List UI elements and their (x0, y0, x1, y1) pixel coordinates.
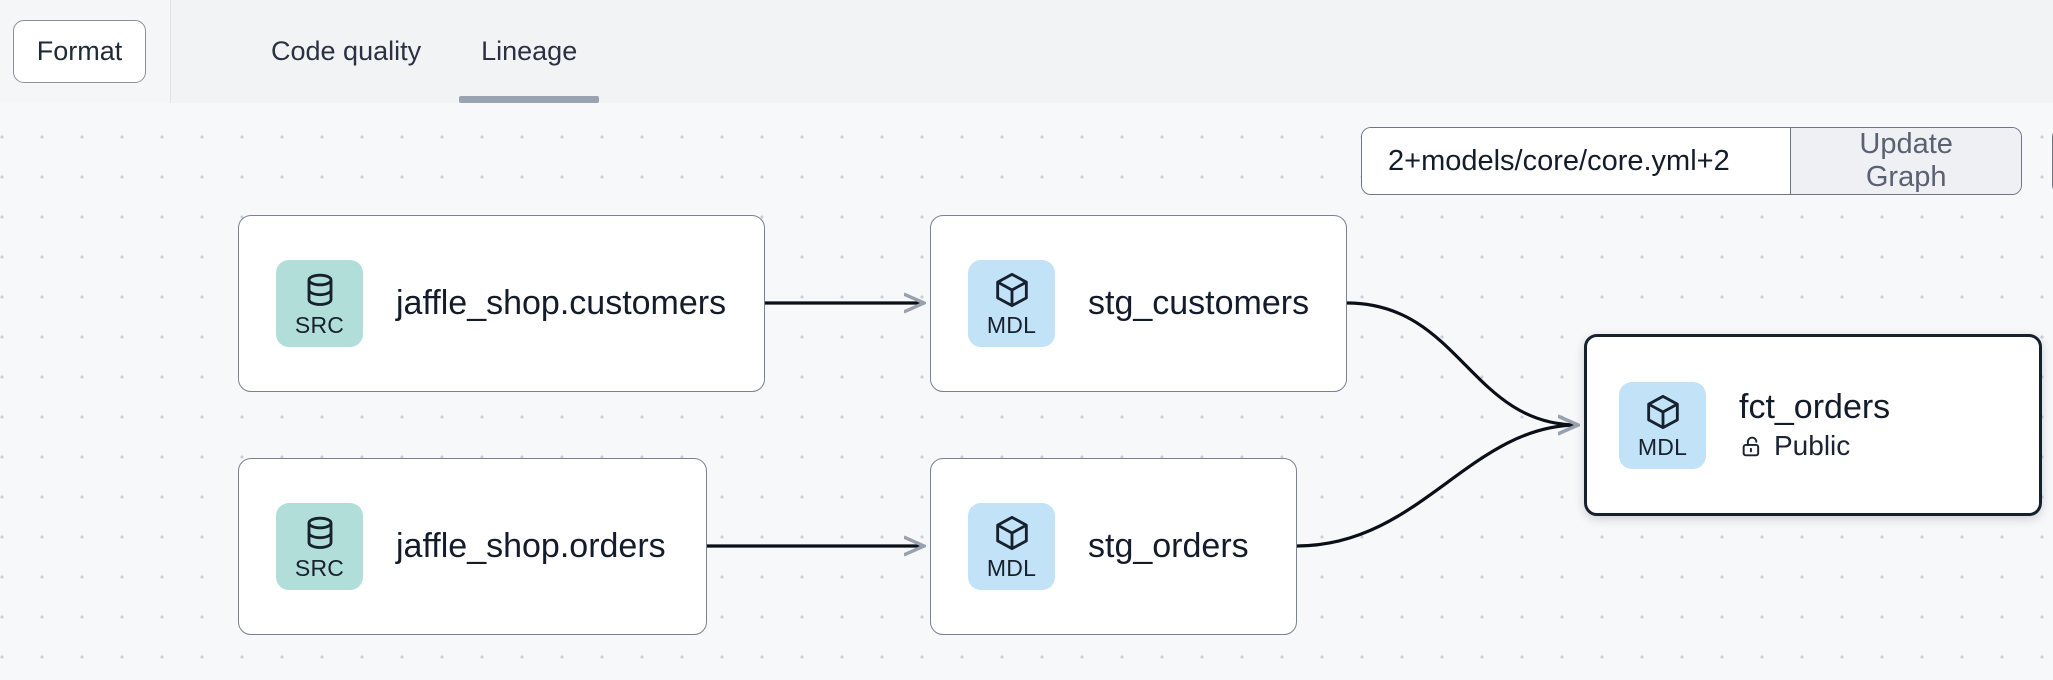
database-icon (307, 273, 332, 306)
selector-group: Update Graph (1361, 127, 2023, 195)
node-badge-src: SRC (276, 503, 363, 590)
tab-code-quality[interactable]: Code quality (241, 0, 451, 103)
tab-code-quality-underline (249, 96, 443, 103)
cube-icon (1646, 394, 1679, 429)
lineage-canvas[interactable]: SRC jaffle_shop.customers MDL stg_custom… (0, 103, 2053, 680)
lineage-node-jaffle-shop-orders[interactable]: SRC jaffle_shop.orders (238, 458, 707, 635)
tab-code-quality-label: Code quality (271, 36, 422, 66)
top-toolbar: Format Code quality Lineage (0, 0, 2053, 103)
node-body: jaffle_shop.orders (396, 527, 666, 566)
lineage-node-stg-orders[interactable]: MDL stg_orders (930, 458, 1297, 635)
cube-icon (995, 515, 1028, 551)
edge-stg-customers-to-fct-orders (1346, 301, 1578, 425)
node-badge-label: MDL (1637, 433, 1688, 460)
tab-lineage-label: Lineage (481, 36, 578, 66)
toolbar-left-section: Format (0, 0, 171, 103)
format-button[interactable]: Format (13, 20, 146, 83)
node-title: fct_orders (1739, 388, 1891, 427)
tab-bar: Code quality Lineage (171, 0, 607, 103)
node-title: stg_orders (1088, 526, 1249, 565)
node-badge-mdl: MDL (968, 503, 1055, 590)
tab-lineage[interactable]: Lineage (451, 0, 607, 103)
node-body: stg_orders (1088, 527, 1249, 566)
node-badge-src: SRC (276, 260, 363, 347)
graph-selector-input[interactable] (1362, 128, 1791, 194)
database-icon (307, 516, 332, 549)
node-body: stg_customers (1088, 284, 1309, 323)
update-graph-button[interactable]: Update Graph (1790, 128, 2022, 194)
node-title: jaffle_shop.orders (396, 526, 666, 565)
edge-stg-orders-to-fct-orders (1296, 425, 1578, 548)
graph-controls: Update Graph (1361, 127, 2053, 195)
node-body: jaffle_shop.customers (396, 284, 726, 323)
node-title: jaffle_shop.customers (396, 283, 727, 322)
lineage-node-jaffle-shop-customers[interactable]: SRC jaffle_shop.customers (238, 215, 765, 392)
lineage-node-stg-customers[interactable]: MDL stg_customers (930, 215, 1347, 392)
node-badge-label: MDL (986, 312, 1037, 338)
node-badge-label: SRC (294, 555, 345, 581)
node-badge-mdl: MDL (1619, 381, 1706, 469)
node-access-label: Public (1774, 429, 1851, 461)
tab-lineage-underline (459, 96, 600, 103)
node-badge-label: MDL (986, 555, 1037, 581)
unlock-icon (1742, 436, 1760, 457)
node-body: fct_orders Public (1739, 388, 1890, 461)
node-badge-label: SRC (294, 312, 345, 338)
node-title: stg_customers (1088, 283, 1310, 322)
node-access: Public (1739, 430, 1890, 462)
lineage-node-fct-orders[interactable]: MDL fct_orders Public (1584, 334, 2042, 516)
cube-icon (995, 272, 1028, 308)
node-badge-mdl: MDL (968, 260, 1055, 347)
